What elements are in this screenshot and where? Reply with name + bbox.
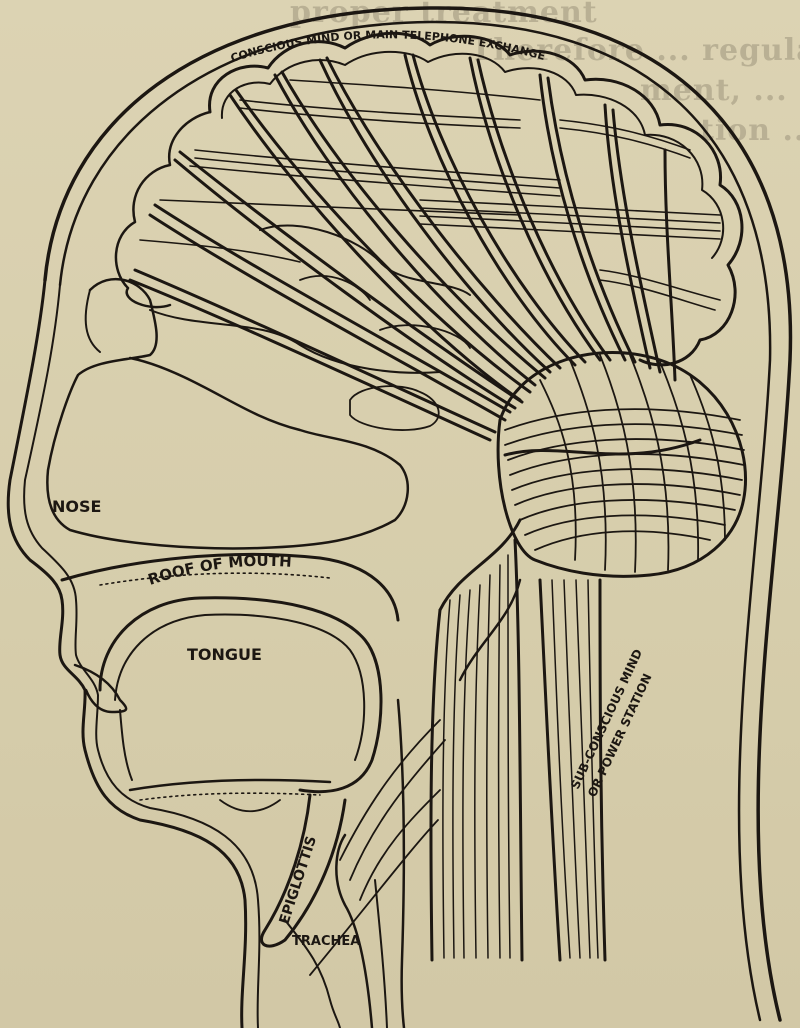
nasal-cavity — [46, 277, 410, 550]
nerve-fibres — [128, 53, 677, 442]
trachea-label: TRACHEA — [292, 934, 360, 949]
subconscious-mass — [496, 351, 748, 578]
nose-label: NOSE — [52, 497, 101, 516]
throat — [260, 698, 406, 1028]
cerebrum-hatching — [139, 79, 721, 311]
mouth-cavity — [60, 552, 400, 813]
throat-nerves — [309, 719, 446, 976]
roof-of-mouth-label: ROOF OF MOUTH — [146, 552, 292, 589]
head-outline — [6, 6, 793, 1028]
spinal-cord — [429, 518, 607, 962]
bleed-line-4: tion ... y ... of — [700, 113, 800, 148]
tongue-label: TONGUE — [187, 645, 262, 664]
